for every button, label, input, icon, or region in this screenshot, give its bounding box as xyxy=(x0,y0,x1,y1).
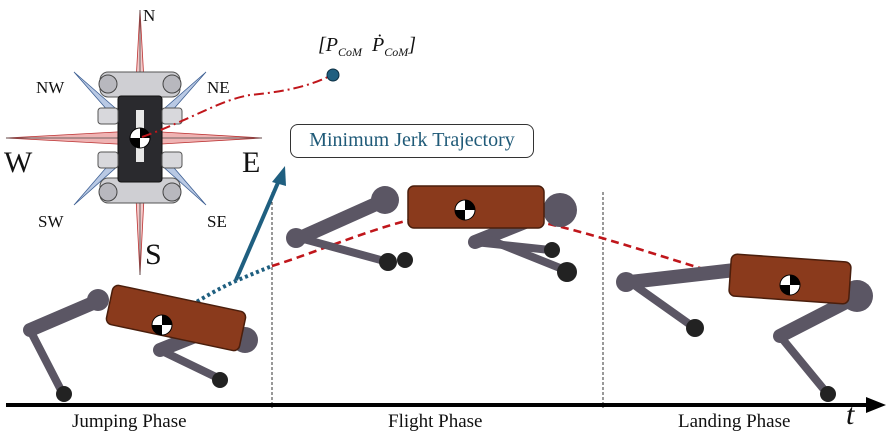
com-projection-curve xyxy=(141,75,331,138)
compass-label-se: SE xyxy=(207,212,227,231)
robot-jumping xyxy=(23,284,258,402)
com-position-symbol: P xyxy=(325,34,339,56)
com-state-label: [PCoM ṖCoM] xyxy=(318,34,417,59)
phase-label-flight: Flight Phase xyxy=(388,411,483,432)
jump-velocity-arrow xyxy=(234,177,282,281)
time-axis-label: t xyxy=(846,398,855,431)
robot-top-view xyxy=(97,71,183,204)
phase-label-jumping: Jumping Phase xyxy=(72,411,187,432)
phase-label-landing: Landing Phase xyxy=(678,411,791,432)
compass-label-e: E xyxy=(242,146,261,179)
time-axis-arrowhead xyxy=(866,397,886,413)
com-velocity-subscript: CoM xyxy=(384,45,409,59)
minimum-jerk-label: Minimum Jerk Trajectory xyxy=(290,124,534,158)
com-state-point xyxy=(326,68,340,82)
com-trajectory xyxy=(271,208,791,292)
compass-label-w: W xyxy=(4,146,33,179)
robot-landing xyxy=(616,253,873,402)
com-velocity-symbol: Ṗ xyxy=(372,34,385,56)
compass-label-n: N xyxy=(143,6,156,25)
robot-flight xyxy=(286,185,577,282)
compass-label-nw: NW xyxy=(36,78,65,97)
compass-label-sw: SW xyxy=(38,212,64,231)
compass-label-s: S xyxy=(145,238,162,271)
com-position-subscript: CoM xyxy=(338,45,363,59)
jump-velocity-arrowhead xyxy=(272,166,286,186)
compass-label-ne: NE xyxy=(207,78,230,97)
